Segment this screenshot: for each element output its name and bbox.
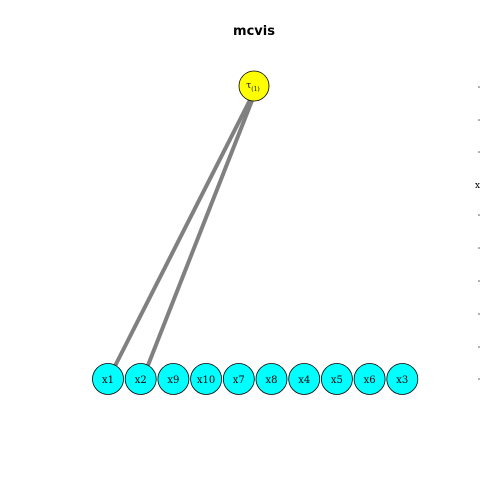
margin-tick: [478, 346, 480, 348]
margin-tick: [478, 151, 480, 153]
margin-x-label: x: [475, 181, 480, 191]
leaf-node-circle: [190, 363, 223, 395]
root-label-sub: (1): [251, 86, 260, 93]
leaf-node-label: x6: [364, 375, 376, 386]
margin-tick: [478, 378, 480, 380]
leaf-node-circle: [288, 363, 321, 395]
leaf-node-circle: [320, 363, 353, 395]
leaf-node-x2: x2: [124, 363, 157, 395]
leaf-node-x4: x4: [288, 363, 321, 395]
leaf-node-label: x8: [265, 375, 277, 386]
leaf-node-label: x4: [298, 375, 310, 386]
leaf-node-circle: [222, 363, 255, 395]
right-margin-marks: x: [475, 86, 480, 380]
leaf-node-label: x1: [102, 375, 114, 386]
margin-tick: [478, 86, 480, 88]
root-label-main: τ: [246, 81, 251, 91]
root-node: [238, 70, 270, 102]
leaf-node-circle: [124, 363, 157, 395]
leaf-node-circle: [255, 363, 288, 395]
leaf-node-x5: x5: [320, 363, 353, 395]
margin-tick: [478, 313, 480, 315]
edges-layer: [113, 97, 255, 367]
leaf-nodes: x1 x2 x9 x10 x7 x8 x4 x5 x6 x3: [92, 363, 419, 395]
leaf-node-label: x7: [233, 375, 245, 386]
leaf-node-label: x9: [167, 375, 179, 386]
leaf-node-x1: x1: [92, 363, 124, 395]
edge-root-x1: [113, 97, 253, 367]
leaf-node-x7: x7: [222, 363, 255, 395]
margin-tick: [478, 247, 480, 249]
margin-tick: [478, 119, 480, 121]
margin-tick: [478, 280, 480, 282]
leaf-node-circle: [92, 363, 124, 395]
leaf-node-label: x2: [135, 375, 147, 386]
leaf-node-x3: x3: [386, 363, 419, 395]
margin-tick: [478, 214, 480, 216]
root-node-group: τ(1): [238, 70, 270, 102]
leaf-node-x6: x6: [353, 363, 386, 395]
leaf-node-circle: [157, 363, 190, 395]
leaf-node-x10: x10: [190, 363, 223, 395]
root-node-label: τ(1): [246, 81, 259, 93]
edge-root-x2: [145, 97, 255, 367]
leaf-node-label: x5: [331, 375, 343, 386]
leaf-node-x9: x9: [157, 363, 190, 395]
leaf-node-label: x3: [396, 375, 408, 386]
leaf-node-circle: [353, 363, 386, 395]
diagram-title: mcvis: [233, 24, 275, 39]
leaf-node-x8: x8: [255, 363, 288, 395]
leaf-node-label: x10: [197, 375, 215, 386]
leaf-node-circle: [386, 363, 419, 395]
